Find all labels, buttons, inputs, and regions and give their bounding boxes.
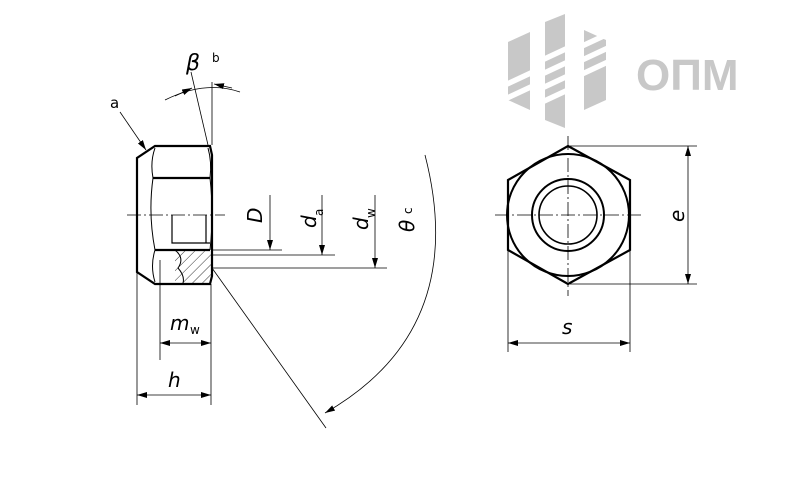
svg-text:d: d: [297, 215, 321, 228]
section-hatch: [175, 250, 211, 283]
svg-text:θ: θ: [395, 220, 419, 232]
label-theta: θ c: [395, 207, 419, 232]
svg-text:a: a: [312, 209, 326, 216]
label-mw: m w: [170, 311, 200, 337]
logo-text: ОПМ: [636, 51, 739, 100]
opm-logo: ОПМ: [505, 14, 739, 128]
svg-text:d: d: [349, 217, 373, 230]
label-a: a: [110, 94, 119, 112]
label-h: h: [168, 368, 181, 392]
side-view: [119, 71, 436, 429]
svg-text:w: w: [190, 323, 200, 337]
label-dw: d w: [349, 208, 378, 230]
label-beta: β: [185, 51, 200, 76]
label-da: d a: [297, 209, 326, 228]
label-s: s: [562, 315, 572, 339]
label-beta-note: b: [212, 51, 220, 65]
svg-text:w: w: [364, 208, 378, 218]
svg-text:c: c: [401, 207, 415, 214]
label-e: e: [665, 210, 689, 222]
front-view: [495, 136, 697, 352]
svg-text:m: m: [170, 311, 189, 335]
label-D: D: [243, 208, 267, 223]
